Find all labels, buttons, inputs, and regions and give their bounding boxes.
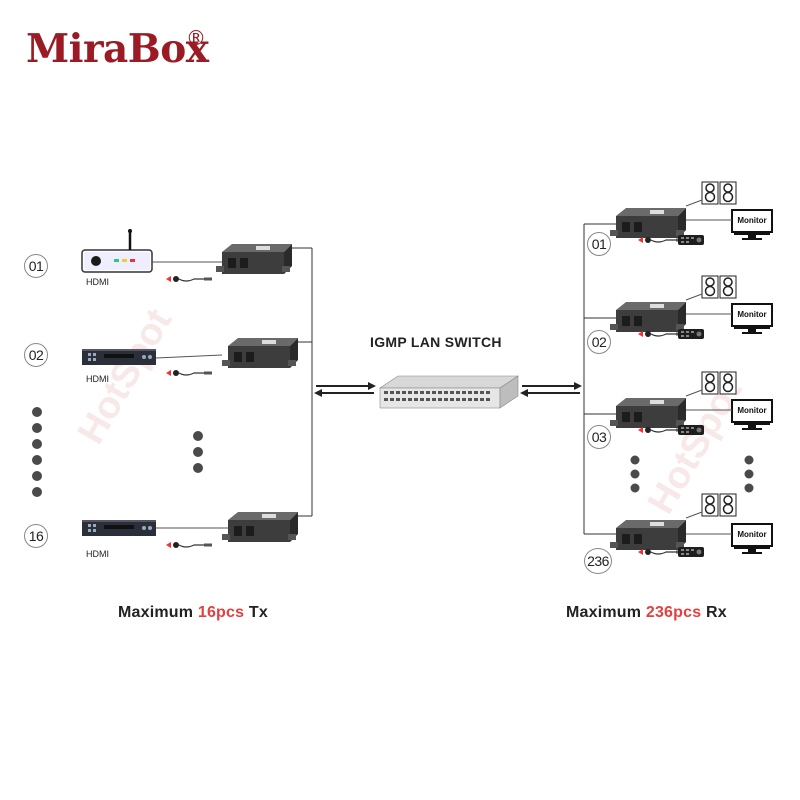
ellipsis-dots	[630, 455, 754, 493]
speakers-icon	[701, 275, 737, 299]
source-number: 02	[24, 343, 48, 367]
receiver-number: 01	[587, 232, 611, 256]
hdmi-label: HDMI	[86, 549, 109, 559]
media-player-icon	[82, 520, 156, 536]
tx-caption-highlight: 16pcs	[197, 604, 245, 621]
receiver-box	[610, 302, 686, 332]
registered-mark: ®	[186, 26, 206, 50]
monitor-icon	[731, 209, 773, 241]
monitor-label: Monitor	[737, 530, 767, 539]
speakers-icon	[701, 371, 737, 395]
receiver-number: 236	[584, 548, 612, 574]
rx-caption: Maximum 236pcs Rx	[566, 604, 727, 622]
cable-icon	[165, 369, 213, 377]
transmitter-box	[216, 244, 292, 274]
monitor-label: Monitor	[737, 216, 767, 225]
monitor-label: Monitor	[737, 310, 767, 319]
monitor-icon	[731, 303, 773, 335]
remote-control-icon	[678, 329, 704, 339]
tx-caption: Maximum 16pcs Tx	[118, 604, 268, 622]
remote-control-icon	[678, 547, 704, 557]
cable-icon	[165, 275, 213, 283]
monitor-icon	[731, 399, 773, 431]
transmitter-box	[222, 338, 298, 368]
double-arrow-right	[520, 382, 582, 397]
ellipsis-dots	[32, 407, 203, 497]
brand-logo: MiraBox	[26, 26, 209, 72]
remote-control-icon	[678, 235, 704, 245]
switch-label: IGMP LAN SWITCH	[370, 334, 502, 350]
speakers-icon	[701, 181, 737, 205]
receiver-box	[610, 520, 686, 550]
tx-caption-suffix: Tx	[244, 604, 268, 621]
monitor-icon	[731, 523, 773, 555]
router-icon	[81, 229, 153, 273]
source-number: 01	[24, 254, 48, 278]
remote-control-icon	[678, 425, 704, 435]
monitor-label: Monitor	[737, 406, 767, 415]
receiver-number: 03	[587, 425, 611, 449]
rx-caption-prefix: Maximum	[566, 604, 646, 621]
source-number: 16	[24, 524, 48, 548]
receiver-number: 02	[587, 330, 611, 354]
transmitter-box	[222, 512, 298, 542]
receiver-box	[610, 208, 686, 238]
speakers-icon	[701, 493, 737, 517]
receiver-box	[610, 398, 686, 428]
cable-icon	[165, 541, 213, 549]
hdmi-label: HDMI	[86, 277, 109, 287]
double-arrow-left	[314, 382, 376, 397]
hdmi-label: HDMI	[86, 374, 109, 384]
tx-caption-prefix: Maximum	[118, 604, 198, 621]
rx-caption-suffix: Rx	[701, 604, 727, 621]
lan-switch-icon	[379, 375, 519, 409]
rx-caption-highlight: 236pcs	[645, 604, 702, 621]
media-player-icon	[82, 349, 156, 365]
